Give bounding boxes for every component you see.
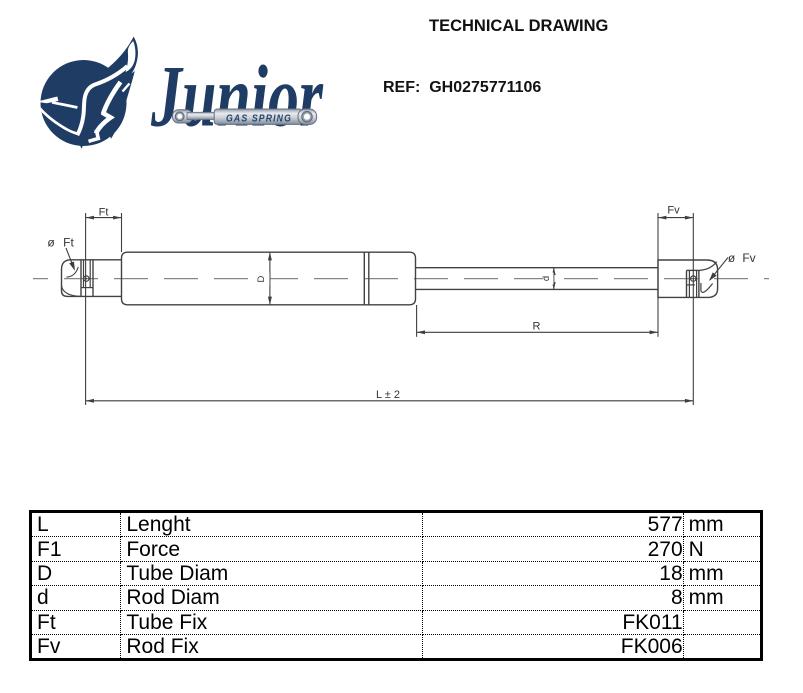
- svg-text:Ft: Ft: [63, 235, 74, 249]
- svg-text:d: d: [541, 276, 552, 281]
- svg-text:GAS SPRING: GAS SPRING: [226, 113, 292, 125]
- svg-text:L ± 2: L ± 2: [376, 389, 400, 401]
- svg-text:Ft: Ft: [99, 206, 109, 218]
- svg-text:Fv: Fv: [667, 204, 680, 216]
- svg-text:D: D: [256, 275, 267, 282]
- svg-text:Fv: Fv: [742, 251, 755, 265]
- svg-text:Junior: Junior: [150, 49, 323, 146]
- svg-text:ø: ø: [47, 235, 55, 249]
- svg-text:R: R: [533, 321, 541, 333]
- svg-text:ø: ø: [728, 251, 736, 265]
